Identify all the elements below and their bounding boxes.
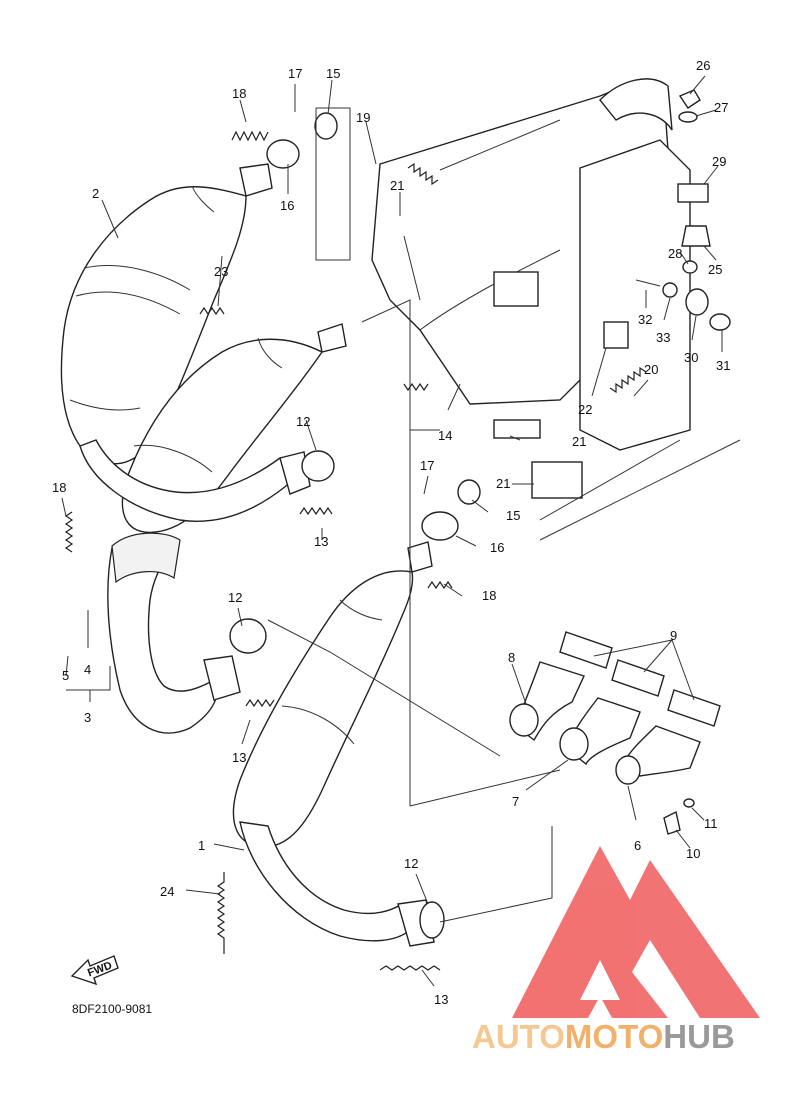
label-12b: 12 — [228, 590, 242, 605]
label-21b: 21 — [572, 434, 586, 449]
label-16b: 16 — [490, 540, 504, 555]
label-13c: 13 — [434, 992, 448, 1007]
label-13b: 13 — [232, 750, 246, 765]
label-23: 23 — [214, 264, 228, 279]
label-24: 24 — [160, 884, 174, 899]
label-9: 9 — [670, 628, 677, 643]
fwd-label: FWD — [86, 960, 114, 980]
springs — [64, 130, 647, 971]
label-13a: 13 — [314, 534, 328, 549]
label-3: 3 — [84, 710, 91, 725]
label-17b: 17 — [420, 458, 434, 473]
watermark-moto: MOTO — [564, 1018, 664, 1055]
label-31: 31 — [716, 358, 730, 373]
label-18a: 18 — [232, 86, 246, 101]
label-12c: 12 — [404, 856, 418, 871]
label-2: 2 — [92, 186, 99, 201]
label-19: 19 — [356, 110, 370, 125]
part-labels: 1 2 3 4 5 6 7 8 9 10 11 12 12 12 13 13 1… — [52, 58, 730, 1007]
label-17a: 17 — [288, 66, 302, 81]
label-18b: 18 — [52, 480, 66, 495]
label-27: 27 — [714, 100, 728, 115]
label-22: 22 — [578, 402, 592, 417]
watermark-hub: HUB — [663, 1018, 735, 1055]
label-15b: 15 — [506, 508, 520, 523]
label-18c: 18 — [482, 588, 496, 603]
label-21a: 21 — [390, 178, 404, 193]
exhaust-pipe-left — [107, 532, 241, 734]
mount-hardware — [635, 89, 731, 331]
clamps — [229, 112, 481, 939]
label-4: 4 — [84, 662, 91, 677]
label-25: 25 — [708, 262, 722, 277]
label-8: 8 — [508, 650, 515, 665]
label-21c: 21 — [496, 476, 510, 491]
muffler-lower — [232, 541, 435, 947]
label-12a: 12 — [296, 414, 310, 429]
label-26: 26 — [696, 58, 710, 73]
label-5: 5 — [62, 668, 69, 683]
label-30: 30 — [684, 350, 698, 365]
label-11: 11 — [704, 816, 718, 831]
diagram-code: 8DF2100-9081 — [72, 1002, 153, 1016]
watermark-logo — [512, 846, 760, 1018]
muffler-middle — [121, 323, 347, 534]
label-15a: 15 — [326, 66, 340, 81]
label-33: 33 — [656, 330, 670, 345]
label-29: 29 — [712, 154, 726, 169]
label-14: 14 — [438, 428, 452, 443]
frame-assembly — [371, 78, 741, 541]
label-1: 1 — [198, 838, 205, 853]
watermark-auto: AUTO — [472, 1018, 565, 1055]
label-10: 10 — [686, 846, 700, 861]
label-28: 28 — [668, 246, 682, 261]
fwd-arrow: FWD — [70, 955, 119, 986]
manifolds — [509, 631, 721, 835]
label-32: 32 — [638, 312, 652, 327]
label-7: 7 — [512, 794, 519, 809]
watermark-text: AUTOMOTOHUB — [472, 1018, 735, 1056]
label-16a: 16 — [280, 198, 294, 213]
label-20: 20 — [644, 362, 658, 377]
label-6: 6 — [634, 838, 641, 853]
leader-lines — [61, 75, 723, 987]
